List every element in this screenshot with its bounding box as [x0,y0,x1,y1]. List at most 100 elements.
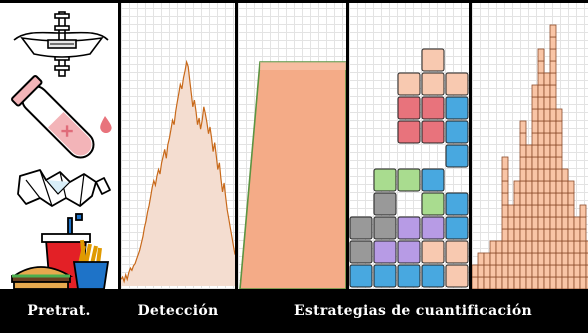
histogram-brick [537,180,545,194]
histogram-brick [472,264,479,278]
histogram-brick [531,96,539,110]
fast-food-icon [11,213,110,289]
histogram-brick [549,156,557,170]
histogram-brick [537,48,545,62]
detection-signal-line [121,59,235,284]
histogram-brick [537,72,545,86]
histogram-brick [567,240,575,254]
histogram-brick [531,120,539,134]
tetris-block [421,96,445,120]
histogram-brick [537,216,545,230]
histogram-brick [501,240,509,254]
histogram-brick [579,276,587,289]
histogram-brick [537,156,545,170]
histogram-brick [555,192,563,206]
histogram-brick [543,120,551,134]
tetris-block [397,264,421,288]
histogram-brick [519,252,527,266]
histogram-brick [537,252,545,266]
histogram-brick [579,240,587,254]
tetris-block [397,96,421,120]
histogram-brick [543,228,551,242]
histogram-brick [513,264,521,278]
histogram-brick [555,240,563,254]
histogram-brick [483,276,491,289]
histogram-brick [513,180,521,194]
histogram-brick [549,192,557,206]
histogram-brick [537,168,545,182]
histogram-brick [585,252,588,266]
tetris-block [349,264,373,288]
tetris-block [421,120,445,144]
histogram-brick [525,204,533,218]
histogram-brick [537,84,545,98]
histogram-brick [561,204,569,218]
histogram-brick [531,228,539,242]
histogram-brick [513,276,521,289]
histogram-brick [519,228,527,242]
tetris-block [445,192,469,216]
histogram-brick [567,180,575,194]
histogram-brick [543,84,551,98]
histogram-brick [543,240,551,254]
histogram-brick [567,216,575,230]
histogram-brick [549,264,557,278]
histogram-brick [549,168,557,182]
tetris-block [421,192,445,216]
histogram-brick [531,240,539,254]
histogram-brick [537,108,545,122]
histogram-brick [477,252,485,266]
divider [235,0,238,333]
histogram-brick [507,276,515,289]
histogram-brick [519,132,527,146]
tetris-block [397,120,421,144]
histogram-brick [555,264,563,278]
histogram-brick [525,192,533,206]
tetris-block [445,72,469,96]
histogram-brick [513,216,521,230]
histogram-brick [531,108,539,122]
histogram-brick [549,180,557,194]
histogram-brick [489,240,497,254]
histogram-brick [561,180,569,194]
histogram-brick [537,144,545,158]
histogram-brick [513,192,521,206]
tetris-block [397,240,421,264]
tetris-block [445,240,469,264]
calibration-block [239,61,346,289]
histogram-brick [519,240,527,254]
histogram-brick [585,276,588,289]
histogram-brick [549,144,557,158]
histogram-brick [507,228,515,242]
histogram-brick [525,156,533,170]
histogram-brick [549,60,557,74]
histogram-brick [531,84,539,98]
histogram-brick [549,120,557,134]
histogram-brick [501,192,509,206]
histogram-brick [561,252,569,266]
histogram-brick [489,264,497,278]
histogram-brick [537,132,545,146]
histogram-brick [543,276,551,289]
histogram-brick [472,276,479,289]
histogram-brick [519,192,527,206]
histogram-brick [489,252,497,266]
histogram-brick [549,252,557,266]
tetris-block [349,216,373,240]
histogram-brick [561,192,569,206]
histogram-brick [525,180,533,194]
histogram-brick [555,180,563,194]
histogram-brick [525,240,533,254]
histogram-brick [555,108,563,122]
histogram-brick [531,264,539,278]
histogram-brick [519,156,527,170]
histogram-brick [573,228,581,242]
histogram-brick [549,276,557,289]
histogram-brick [501,180,509,194]
histogram-brick [555,228,563,242]
quantification-label: Estrategias de cuantificación [293,303,533,319]
histogram-brick [549,48,557,62]
divider [469,0,472,289]
tetris-block [397,216,421,240]
histogram-brick [513,228,521,242]
